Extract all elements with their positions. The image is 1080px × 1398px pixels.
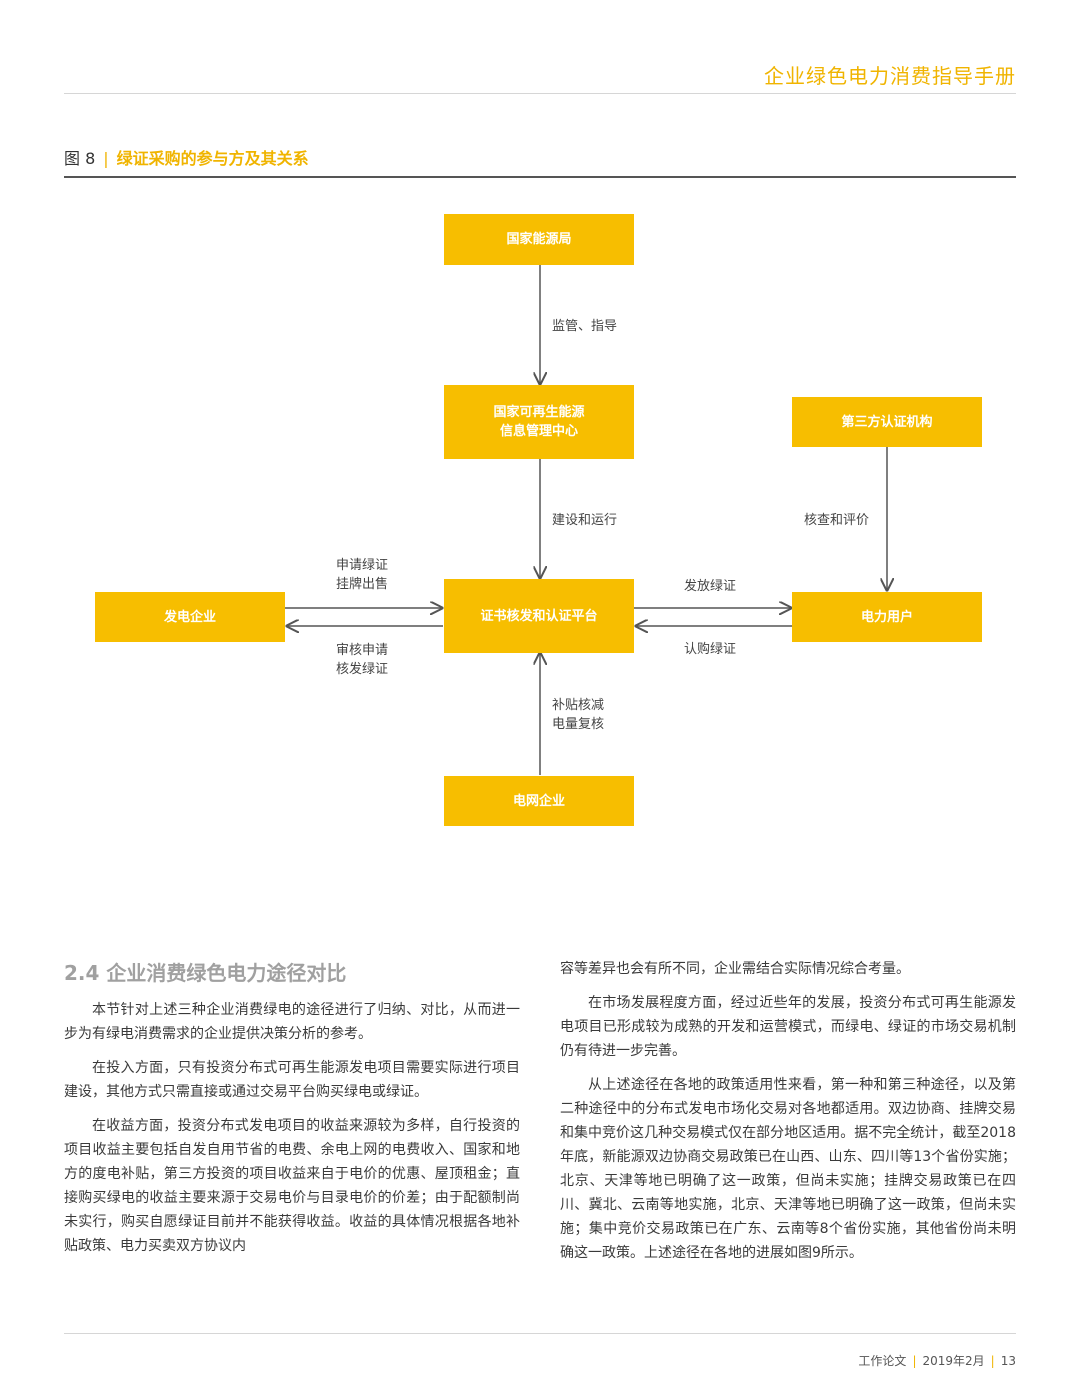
node-grid-label: 电网企业 [512,793,565,809]
edge-label-review: 核查和评价 [804,513,870,528]
left-paragraph-2: 在投入方面，只有投资分布式可再生能源发电项目需要实际进行项目建设，其他方式只需直… [64,1060,520,1100]
footer-publication: 工作论文 [858,1354,907,1368]
node-info-center-line1: 国家可再生能源 [493,405,585,420]
footer-divider [64,1333,1016,1334]
node-platform: 证书核发和认证平台 [444,579,634,653]
node-generator: 发电企业 [95,592,285,642]
edge-label-apply: 申请绿证 挂牌出售 [336,556,388,594]
node-grid: 电网企业 [444,776,634,826]
figure-title: 绿证采购的参与方及其关系 [116,149,309,168]
footer: 工作论文 | 2019年2月 | 13 [858,1352,1016,1369]
figure-divider [64,176,1016,178]
node-third-party-label: 第三方认证机构 [841,414,933,430]
left-paragraph-3: 在收益方面，投资分布式发电项目的收益来源较为多样，自行投资的项目收益主要包括自发… [64,1118,520,1254]
footer-separator-1: | [912,1354,917,1368]
node-platform-label: 证书核发和认证平台 [480,608,598,624]
edge-label-apply-line1: 申请绿证 [336,558,389,573]
edge-label-audit-line2: 核发绿证 [336,662,389,677]
edge-label-audit: 审核申请 核发绿证 [336,641,388,679]
edge-label-apply-line2: 挂牌出售 [336,577,389,592]
edge-label-issue: 发放绿证 [684,579,737,594]
figure-separator: | [103,149,109,168]
right-continuation: 容等差异也会有所不同，企业需结合实际情况综合考量。 [560,961,910,977]
node-third-party: 第三方认证机构 [792,397,982,447]
footer-separator-2: | [990,1354,995,1368]
page-number: 13 [1000,1354,1016,1368]
edge-label-subsidy-line2: 电量复核 [552,717,605,732]
right-paragraph-1: 在市场发展程度方面，经过近些年的发展，投资分布式可再生能源发电项目已形成较为成熟… [560,995,1016,1059]
node-nea: 国家能源局 [444,214,634,265]
right-column: 容等差异也会有所不同，企业需结合实际情况综合考量。 在市场发展程度方面，经过近些… [560,957,1016,1275]
figure-caption: 图 8 | 绿证采购的参与方及其关系 [64,145,309,169]
edge-label-subsidy: 补贴核减 电量复核 [552,696,604,734]
green-certificate-diagram: 国家能源局 国家可再生能源 信息管理中心 第三方认证机构 发电企业 证书核发和认… [95,214,1080,826]
node-info-center: 国家可再生能源 信息管理中心 [444,385,634,459]
edge-label-build: 建设和运行 [552,513,618,528]
node-info-center-line2: 信息管理中心 [499,424,578,439]
node-user-label: 电力用户 [860,609,913,625]
left-column: 本节针对上述三种企业消费绿电的途径进行了归纳、对比，从而进一步为有绿电消费需求的… [64,998,520,1268]
left-paragraph-1: 本节针对上述三种企业消费绿电的途径进行了归纳、对比，从而进一步为有绿电消费需求的… [64,1002,520,1042]
footer-date: 2019年2月 [922,1354,985,1368]
header-divider [64,93,1016,94]
edge-label-subscribe: 认购绿证 [684,642,737,657]
node-generator-label: 发电企业 [163,609,216,625]
diagram-arrows [285,265,1080,775]
edge-label-subsidy-line1: 补贴核减 [552,698,605,713]
right-paragraph-2: 从上述途径在各地的政策适用性来看，第一种和第三种途径，以及第二种途径中的分布式发… [560,1077,1016,1261]
node-user: 电力用户 [792,592,982,642]
edge-label-supervise: 监管、指导 [552,319,618,334]
section-heading: 2.4 企业消费绿色电力途径对比 [64,961,347,985]
header-title: 企业绿色电力消费指导手册 [764,64,1016,88]
figure-number: 图 8 [64,149,96,168]
edge-label-audit-line1: 审核申请 [336,643,389,658]
node-nea-label: 国家能源局 [506,232,572,247]
